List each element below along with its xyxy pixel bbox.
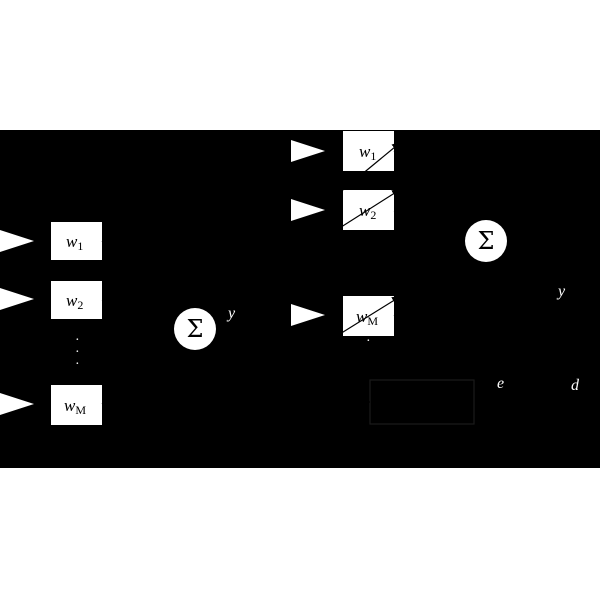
right-algorithm-label: Algorithm	[391, 396, 454, 412]
right-weight-label-1: w1	[359, 142, 376, 163]
right-input-1-triangle	[291, 140, 325, 162]
left-input-1-triangle	[0, 230, 34, 252]
right-adapt-arrow-m	[326, 295, 402, 343]
left-link-m	[101, 342, 179, 405]
left-weight-box-1	[51, 222, 102, 260]
right-sum-node	[465, 220, 507, 262]
left-weight-box-m	[51, 385, 102, 425]
right-weight-label-m: wM	[356, 307, 378, 328]
left-ellipsis-dot-2: ·	[75, 345, 80, 360]
left-weight-label-1: w1	[66, 232, 83, 253]
left-sum-symbol: Σ	[187, 315, 204, 343]
left-weight-label-2: w2	[66, 291, 83, 312]
left-ellipsis-dot-3: ·	[75, 357, 80, 372]
left-weight-label-m: wM	[64, 396, 86, 417]
right-output-label: y	[556, 283, 566, 300]
left-output-label: y	[226, 305, 236, 322]
left-link-1	[101, 240, 179, 315]
right-error-label: e	[497, 375, 504, 392]
left-sum-node	[174, 308, 216, 350]
right-ellipsis-dot: ·	[366, 334, 371, 349]
right-weight-box-1	[343, 131, 394, 171]
left-weight-box-2	[51, 281, 102, 319]
right-link-2	[393, 210, 466, 237]
right-adaptive-combiner: w1 w2 wM · Σ y d e Algorithm	[291, 131, 600, 425]
right-link-1	[393, 150, 472, 226]
left-input-2-triangle	[0, 288, 34, 310]
right-weight-label-2: w2	[359, 201, 376, 222]
left-input-m-triangle	[0, 393, 34, 415]
right-link-m	[393, 256, 472, 317]
right-adapt-arrow-1	[326, 141, 402, 204]
left-link-2	[101, 299, 175, 325]
right-adapt-arrow-2	[326, 188, 402, 237]
right-desired-label: d	[571, 377, 580, 394]
right-input-m-triangle	[291, 304, 325, 326]
left-combiner: w1 w2 wM · · · Σ y	[0, 222, 245, 425]
right-sum-symbol: Σ	[478, 227, 495, 255]
left-ellipsis-dot-1: ·	[75, 333, 80, 348]
right-input-2-triangle	[291, 199, 325, 221]
